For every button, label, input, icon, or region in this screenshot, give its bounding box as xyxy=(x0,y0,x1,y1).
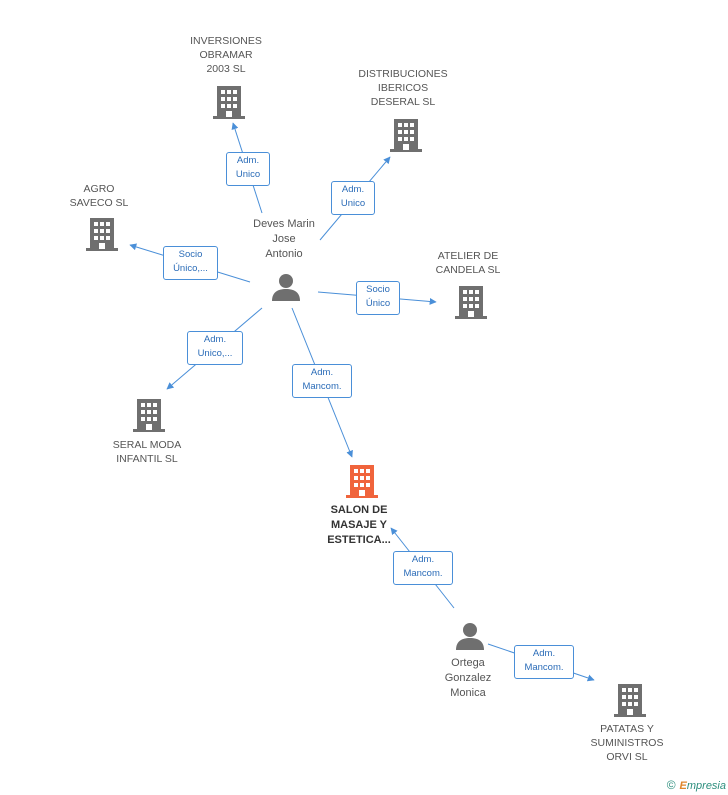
building-icon-inversiones[interactable] xyxy=(213,84,245,120)
edge-label-to-atelier[interactable]: Socio Único xyxy=(356,281,400,315)
node-label-line: SAVECO SL xyxy=(69,197,129,209)
building-icon-patatas[interactable] xyxy=(614,682,646,718)
node-label-line: SALON DE xyxy=(330,504,388,516)
person-label-ortega[interactable]: Ortega Gonzalez Monica xyxy=(403,656,533,701)
copyright-icon: © xyxy=(666,778,676,792)
node-label-line: CANDELA SL xyxy=(435,264,501,276)
edge-label-line: Socio xyxy=(178,249,203,260)
edge-label-to-patatas[interactable]: Adm. Mancom. xyxy=(514,645,574,679)
edge-label-line: Adm. xyxy=(236,155,260,166)
node-label-line: Jose xyxy=(272,233,296,245)
node-label-line: MASAJE Y xyxy=(330,519,388,531)
building-icon-salon-focus[interactable] xyxy=(346,463,378,499)
brand-logo-e: E xyxy=(679,780,687,792)
node-label-line: DESERAL SL xyxy=(370,96,436,108)
node-label-line: Gonzalez xyxy=(444,672,492,684)
edge-label-to-salon-deves[interactable]: Adm. Mancom. xyxy=(292,364,352,398)
node-label-line: ESTETICA... xyxy=(327,534,391,546)
node-label-line: DISTRIBUCIONES xyxy=(358,68,448,80)
person-label-deves[interactable]: Deves Marin Jose Antonio xyxy=(219,217,349,262)
node-label-line: IBERICOS xyxy=(377,82,429,94)
node-label-line: Deves Marin xyxy=(253,218,315,230)
edge-label-line: Adm. xyxy=(341,184,365,195)
node-label-line: PATATAS Y xyxy=(600,723,654,735)
node-label-line: Antonio xyxy=(265,248,303,260)
edge-label-line: Adm. xyxy=(310,367,334,378)
edge-label-line: Mancom. xyxy=(302,381,342,392)
edge-label-to-salon-ortega[interactable]: Adm. Mancom. xyxy=(393,551,453,585)
edge-label-line: Socio xyxy=(366,284,390,295)
person-icon-deves[interactable] xyxy=(271,272,301,302)
node-label-line: INVERSIONES xyxy=(190,35,262,47)
brand-logo-text: mpresia xyxy=(686,780,726,792)
node-label-line: ORVI SL xyxy=(606,751,648,763)
edge-label-line: Adm. xyxy=(203,334,227,345)
node-label-line: SUMINISTROS xyxy=(590,737,664,749)
building-icon-atelier[interactable] xyxy=(455,284,487,320)
node-label-atelier[interactable]: ATELIER DE CANDELA SL xyxy=(403,249,533,277)
node-label-distribuciones[interactable]: DISTRIBUCIONES IBERICOS DESERAL SL xyxy=(338,67,468,109)
edge-label-to-distribuciones[interactable]: Adm. Unico xyxy=(331,181,375,215)
edge-label-to-inversiones[interactable]: Adm. Unico xyxy=(226,152,270,186)
edge-label-line: Adm. xyxy=(532,648,556,659)
node-label-agro[interactable]: AGRO SAVECO SL xyxy=(34,182,164,210)
node-label-line: ATELIER DE xyxy=(437,250,499,262)
node-label-line: SERAL MODA xyxy=(112,439,182,451)
edge-label-line: Unico xyxy=(340,198,366,209)
node-label-line: Monica xyxy=(450,687,486,699)
edge-label-line: Único,... xyxy=(173,263,208,274)
node-label-line: OBRAMAR xyxy=(199,49,253,61)
edge-label-line: Unico xyxy=(235,169,261,180)
edge-label-line: Unico,... xyxy=(197,348,233,359)
edge-label-line: Adm. xyxy=(411,554,435,565)
person-icon-ortega[interactable] xyxy=(455,621,485,651)
node-label-line: AGRO xyxy=(83,183,115,195)
edge-label-to-agro[interactable]: Socio Único,... xyxy=(163,246,218,280)
node-label-salon-focus[interactable]: SALON DE MASAJE Y ESTETICA... xyxy=(294,503,424,548)
building-icon-distribuciones[interactable] xyxy=(390,117,422,153)
node-label-inversiones[interactable]: INVERSIONES OBRAMAR 2003 SL xyxy=(161,34,291,76)
node-label-line: INFANTIL SL xyxy=(116,453,178,465)
node-label-line: Ortega xyxy=(451,657,485,669)
node-label-patatas[interactable]: PATATAS Y SUMINISTROS ORVI SL xyxy=(562,722,692,764)
edge-label-line: Mancom. xyxy=(403,568,443,579)
brand-footer[interactable]: ©Empresia xyxy=(667,778,726,792)
edge-label-line: Mancom. xyxy=(524,662,564,673)
building-icon-seral[interactable] xyxy=(133,397,165,433)
node-label-seral[interactable]: SERAL MODA INFANTIL SL xyxy=(82,438,212,466)
edge-label-to-seral[interactable]: Adm. Unico,... xyxy=(187,331,243,365)
edge-label-line: Único xyxy=(365,298,391,309)
node-label-line: 2003 SL xyxy=(206,63,246,75)
building-icon-agro[interactable] xyxy=(86,216,118,252)
